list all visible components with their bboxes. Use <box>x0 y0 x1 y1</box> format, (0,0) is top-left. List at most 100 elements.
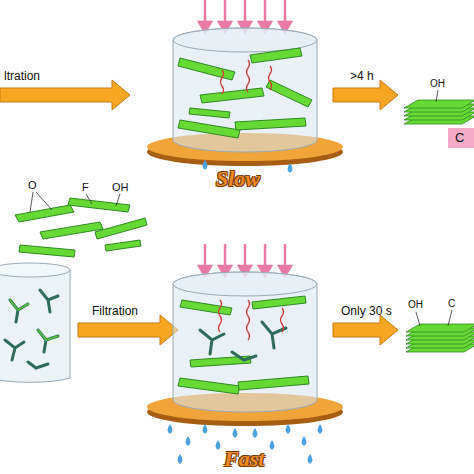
pressure-arrow <box>264 244 267 268</box>
exfoliated-flakes <box>5 290 58 368</box>
leader-lines <box>30 192 120 212</box>
water-drop <box>203 160 208 170</box>
solvent-flow <box>221 60 272 94</box>
film-layer <box>406 324 474 332</box>
flake <box>68 198 130 212</box>
water-drop <box>253 428 258 438</box>
flake <box>15 205 74 222</box>
water-drop <box>186 436 191 446</box>
flake <box>189 108 230 118</box>
pressure-arrow <box>224 0 227 24</box>
speed-label: Fast <box>224 448 264 470</box>
pressure-arrows <box>199 244 291 276</box>
flow-squiggle <box>219 300 222 332</box>
leader-lines <box>416 310 452 326</box>
flake <box>178 58 235 80</box>
flake <box>5 340 24 360</box>
flake <box>200 88 264 103</box>
flow-squiggle <box>221 70 224 94</box>
exfoliated-flakes <box>200 322 286 360</box>
pressure-arrow <box>244 244 247 268</box>
flake <box>235 118 306 130</box>
group-label: OH <box>408 300 423 310</box>
group-label: OH <box>430 79 445 89</box>
flake <box>178 120 240 138</box>
label-box <box>448 128 474 148</box>
component-label: C <box>448 299 455 309</box>
pressure-arrow <box>264 0 267 24</box>
mxene-flakes <box>15 198 147 257</box>
group-label: OH <box>112 182 129 193</box>
flake <box>40 290 58 312</box>
water-drop <box>286 424 291 434</box>
leader-line <box>30 192 33 212</box>
water-drop <box>203 424 208 434</box>
process-label: Filtration <box>92 305 138 317</box>
beaker <box>0 270 70 382</box>
container-rim <box>173 272 317 296</box>
flake <box>200 330 224 354</box>
filter-container <box>173 272 317 412</box>
pressure-arrow <box>204 0 207 24</box>
leader-line <box>86 194 92 204</box>
flake <box>180 300 232 315</box>
flow-squiggle <box>281 308 284 332</box>
flake <box>10 300 28 322</box>
leader-line <box>416 312 420 326</box>
process-label: ltration <box>4 70 40 82</box>
pressure-arrow <box>224 244 227 268</box>
speed-label: Slow <box>216 168 260 190</box>
flake <box>28 362 48 368</box>
flake <box>95 218 147 239</box>
water-drop <box>168 424 173 434</box>
flake <box>232 352 256 360</box>
pressure-arrow <box>204 244 207 268</box>
water-drop <box>216 440 221 450</box>
process-arrow <box>0 80 130 110</box>
water-drop <box>318 424 323 434</box>
flake <box>19 245 75 257</box>
membrane-film <box>404 100 474 124</box>
solvent-flow <box>219 300 284 340</box>
flake <box>250 48 302 63</box>
flow-squiggle <box>269 66 272 90</box>
flake <box>105 240 141 251</box>
process-arrow <box>78 315 178 345</box>
component-label: C <box>455 131 464 144</box>
leader-line <box>448 310 452 326</box>
membrane-film <box>406 324 474 352</box>
flake <box>178 378 240 394</box>
water-drop <box>233 428 238 438</box>
leader-line <box>36 192 52 210</box>
water-drop <box>288 163 293 173</box>
flow-squiggle <box>247 60 250 92</box>
group-label: O <box>28 180 37 191</box>
flow-squiggle <box>247 300 250 340</box>
beaker-rim <box>0 263 70 277</box>
group-label: F <box>82 182 89 193</box>
film-layer <box>404 100 474 108</box>
flake-highlights <box>10 300 58 340</box>
water-drop <box>302 436 307 446</box>
flake <box>38 330 58 352</box>
water-drop <box>270 440 275 450</box>
flake <box>266 80 312 107</box>
flake-highlight <box>38 330 58 340</box>
time-label: Only 30 s <box>341 305 392 317</box>
leader-line <box>436 90 438 102</box>
flake <box>238 376 309 390</box>
process-arrow <box>333 315 398 345</box>
water-drop <box>178 454 183 464</box>
mxene-flakes <box>178 296 309 394</box>
leader-line <box>116 194 120 206</box>
pressure-arrow <box>284 244 287 268</box>
process-arrow <box>333 80 398 110</box>
pressure-arrow <box>244 0 247 24</box>
time-label: >4 h <box>350 70 374 82</box>
pressure-arrows <box>199 0 291 32</box>
flake <box>40 222 103 239</box>
mxene-flakes <box>178 48 312 138</box>
flake <box>252 296 306 309</box>
